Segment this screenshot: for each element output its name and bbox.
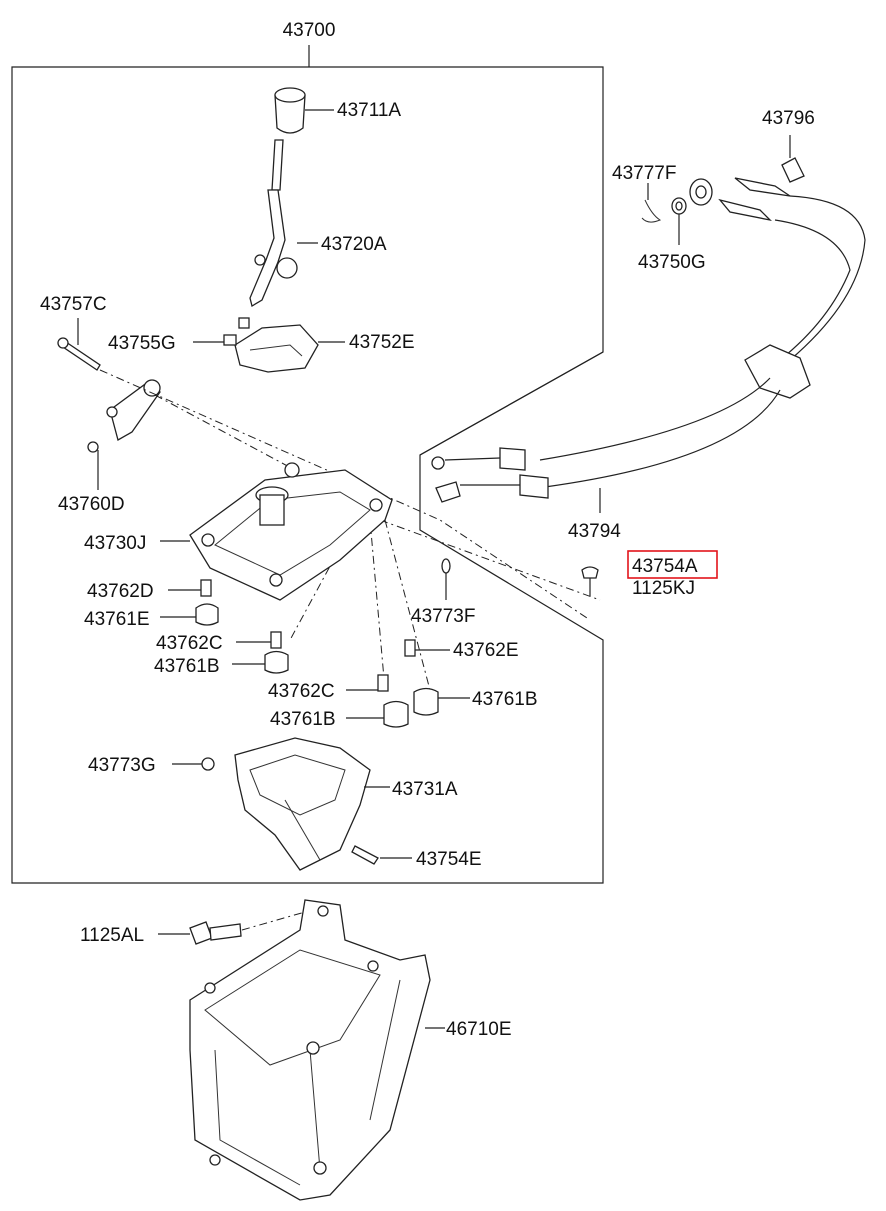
label-43754A: 43754A [632, 556, 698, 577]
label-43755G: 43755G [108, 333, 176, 354]
pivot-bolt [57, 318, 101, 371]
label-43773F: 43773F [411, 606, 475, 627]
lever-bracket [193, 324, 345, 373]
label-43730J: 43730J [84, 533, 146, 554]
label-43761B: 43761B [270, 709, 336, 730]
washer [671, 197, 687, 245]
label-43720A: 43720A [321, 234, 387, 255]
label-46710E: 46710E [446, 1019, 512, 1040]
label-43761B: 43761B [472, 689, 538, 710]
retainer-pin [641, 183, 662, 223]
bushings-right [346, 558, 470, 728]
label-43711A: 43711A [337, 100, 401, 121]
label-43761E: 43761E [84, 609, 150, 630]
shift-knob [274, 87, 334, 134]
label-43760D: 43760D [58, 494, 125, 515]
bushings-left [160, 579, 289, 674]
select-lever [87, 379, 161, 490]
shift-base-housing [160, 462, 393, 601]
label-1125KJ: 1125KJ [632, 578, 695, 599]
shift-cables [431, 177, 866, 513]
shift-lever [238, 139, 318, 329]
label-43761B: 43761B [154, 656, 220, 677]
mounting-bracket [189, 899, 445, 1201]
label-43731A: 43731A [392, 779, 458, 800]
label-43794: 43794 [568, 521, 621, 542]
label-43754E: 43754E [416, 849, 482, 870]
label-43796: 43796 [762, 108, 815, 129]
label-43773G: 43773G [88, 755, 156, 776]
bolt-1125AL [158, 911, 306, 945]
label-1125AL: 1125AL [80, 925, 144, 946]
assembly-frame [11, 66, 604, 884]
label-43762D: 43762D [87, 581, 154, 602]
highlight-box [627, 550, 718, 579]
label-43757C: 43757C [40, 294, 107, 315]
bolt-43754A [581, 566, 599, 596]
label-43750G: 43750G [638, 252, 706, 273]
label-43752E: 43752E [349, 332, 415, 353]
label-43777F: 43777F [612, 163, 676, 184]
cable-frame-outline [419, 351, 604, 456]
lower-housing [172, 737, 412, 871]
label-43762E: 43762E [453, 640, 519, 661]
label-43762C: 43762C [268, 681, 335, 702]
cable-clip [781, 135, 805, 183]
label-43762C: 43762C [156, 633, 223, 654]
label-43700: 43700 [283, 20, 336, 41]
